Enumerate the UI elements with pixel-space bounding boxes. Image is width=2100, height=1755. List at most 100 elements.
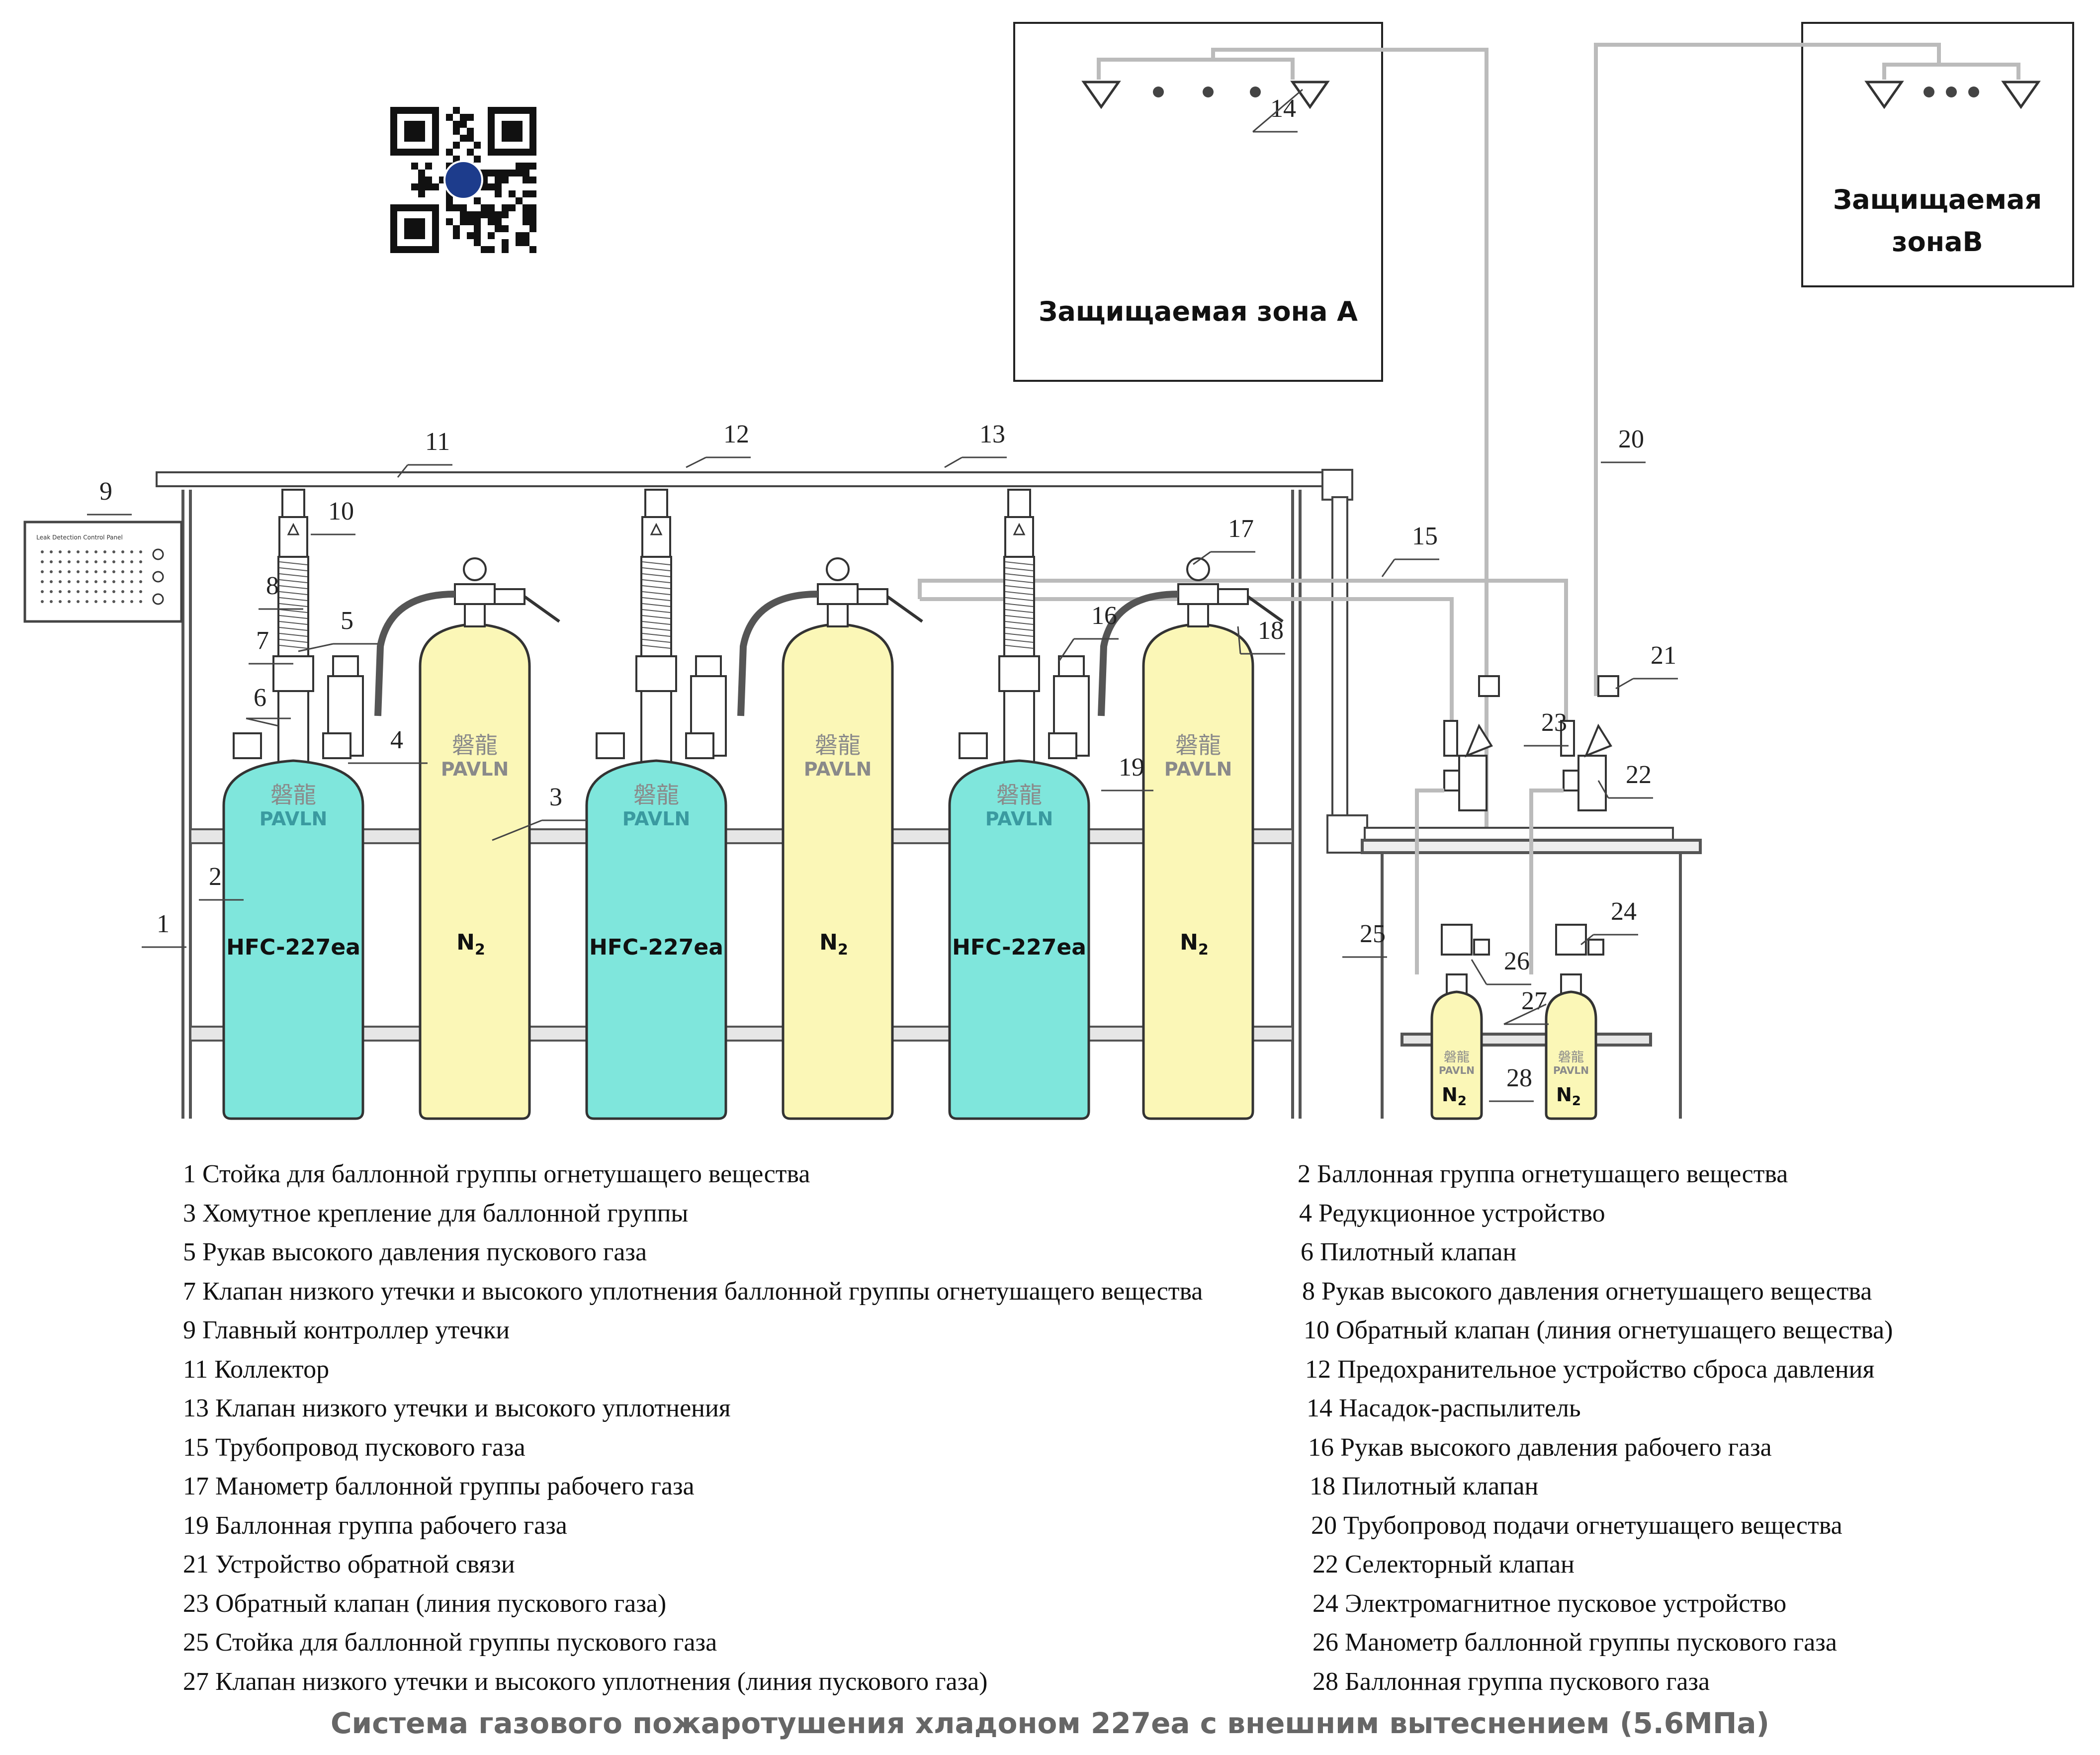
brand-en: PAVLN <box>985 808 1053 830</box>
legend-item: 19 Баллонная группа рабочего газа <box>183 1511 567 1540</box>
svg-text:17: 17 <box>1228 515 1254 543</box>
callout-28: 28 <box>1489 1064 1534 1102</box>
callout-20: 20 <box>1601 425 1646 463</box>
agent-label: HFC-227ea <box>226 935 360 960</box>
brand-cn: 磐龍 <box>452 732 498 759</box>
legend-item: 24 Электромагнитное пусковое устройство <box>1312 1589 1787 1618</box>
legend-item: 7 Клапан низкого утечки и высокого уплот… <box>183 1277 1203 1306</box>
brand-cn: 磐龍 <box>815 732 861 759</box>
callout-3: 3 <box>492 783 587 841</box>
callout-14: 14 <box>1252 88 1303 133</box>
svg-text:4: 4 <box>390 726 403 754</box>
svg-text:7: 7 <box>256 626 269 655</box>
legend-item: 2 Баллонная группа огнетушащего вещества <box>1298 1160 1788 1188</box>
callout-13: 13 <box>944 420 1007 468</box>
brand-cn: 磐龍 <box>1558 1050 1584 1065</box>
check-valve-pilot-line <box>1443 720 1575 757</box>
callout-18: 18 <box>1237 616 1285 655</box>
callout-10: 10 <box>311 497 355 535</box>
svg-text:22: 22 <box>1626 761 1652 789</box>
callout-17: 17 <box>1193 515 1255 565</box>
brand-cn: 磐龍 <box>1175 732 1221 759</box>
legend-item: 23 Обратный клапан (линия пускового газа… <box>183 1589 667 1618</box>
svg-text:6: 6 <box>254 684 266 712</box>
brand-en: PAVLN <box>622 808 691 830</box>
svg-text:2: 2 <box>209 863 222 891</box>
nozzle-network-b <box>1594 43 2020 696</box>
svg-text:19: 19 <box>1119 753 1144 782</box>
legend-item: 14 Насадок-распылитель <box>1307 1394 1581 1422</box>
zone-b-label-line2: зонаB <box>1892 226 1983 258</box>
qr-code <box>390 107 536 253</box>
svg-text:15: 15 <box>1412 522 1438 550</box>
legend-item: 8 Рукав высокого давления огнетушащего в… <box>1302 1277 1872 1306</box>
svg-text:12: 12 <box>723 420 749 448</box>
legend-item: 6 Пилотный клапан <box>1301 1238 1517 1266</box>
manifold <box>156 469 1674 854</box>
legend-item: 18 Пилотный клапан <box>1310 1472 1539 1500</box>
callout-26: 26 <box>1471 947 1531 985</box>
callout-16: 16 <box>1058 602 1119 662</box>
svg-text:5: 5 <box>341 607 353 635</box>
callout-11: 11 <box>397 428 452 478</box>
brand-en: PAVLN <box>804 758 872 780</box>
brand-en: PAVLN <box>260 808 328 830</box>
svg-text:28: 28 <box>1506 1064 1532 1092</box>
callout-9: 9 <box>87 477 132 516</box>
callout-7: 7 <box>249 626 293 665</box>
svg-text:9: 9 <box>99 477 112 506</box>
leak-control-panel: Leak Detection Control Panel <box>23 521 183 623</box>
selector-valve <box>1443 723 1612 811</box>
cylinder-strap <box>189 828 1294 1042</box>
callout-6: 6 <box>246 684 291 727</box>
legend-item: 11 Коллектор <box>183 1355 330 1384</box>
legend-item: 16 Рукав высокого давления рабочего газа <box>1308 1433 1772 1462</box>
svg-text:1: 1 <box>157 910 170 938</box>
callout-22: 22 <box>1597 761 1653 799</box>
legend: 1 Стойка для баллонной группы огнетушаще… <box>0 1153 2100 1700</box>
legend-item: 10 Обратный клапан (линия огнетушащего в… <box>1304 1316 1893 1344</box>
pilot-distribution-pipes <box>1415 789 1564 974</box>
svg-text:8: 8 <box>266 572 279 600</box>
legend-item: 26 Манометр баллонной группы пускового г… <box>1312 1628 1837 1657</box>
agent-label: HFC-227ea <box>589 935 723 960</box>
callout-21: 21 <box>1615 641 1678 690</box>
svg-text:23: 23 <box>1541 708 1567 737</box>
brand-en: PAVLN <box>1553 1064 1589 1076</box>
brand-en: PAVLN <box>441 758 509 780</box>
svg-text:18: 18 <box>1258 616 1284 645</box>
agent-rack <box>181 490 1302 1119</box>
brand-en: PAVLN <box>1439 1064 1475 1076</box>
legend-item: 12 Предохранительное устройство сброса д… <box>1305 1355 1875 1384</box>
panel-title: Leak Detection Control Panel <box>36 534 123 541</box>
legend-item: 1 Стойка для баллонной группы огнетушаще… <box>183 1160 810 1188</box>
callout-5: 5 <box>298 607 378 652</box>
zone-b-box <box>1801 22 2074 287</box>
svg-text:10: 10 <box>328 497 354 526</box>
svg-text:21: 21 <box>1651 641 1676 670</box>
nozzle-dots-a <box>1153 87 1261 97</box>
zone-b-label-line1: Защищаемая <box>1833 184 2042 215</box>
svg-text:26: 26 <box>1504 947 1530 975</box>
brand-cn: 磐龍 <box>633 782 679 808</box>
legend-item: 28 Баллонная группа пускового газа <box>1312 1667 1710 1696</box>
legend-item: 13 Клапан низкого утечки и высокого упло… <box>183 1394 731 1422</box>
callout-12: 12 <box>686 420 751 468</box>
callout-24: 24 <box>1580 897 1638 946</box>
feedback-device <box>1478 675 1619 697</box>
legend-item: 25 Стойка для баллонной группы пускового… <box>183 1628 717 1657</box>
svg-text:27: 27 <box>1521 987 1547 1015</box>
pilot-gas-pipeline <box>918 579 1568 741</box>
callout-25: 25 <box>1342 920 1387 958</box>
legend-item: 21 Устройство обратной связи <box>183 1550 515 1579</box>
legend-item: 9 Главный контроллер утечки <box>183 1316 510 1344</box>
brand-cn: 磐龍 <box>270 782 316 808</box>
legend-item: 5 Рукав высокого давления пускового газа <box>183 1238 647 1266</box>
agent-label: HFC-227ea <box>952 935 1086 960</box>
nozzle-icon <box>1081 81 1330 109</box>
